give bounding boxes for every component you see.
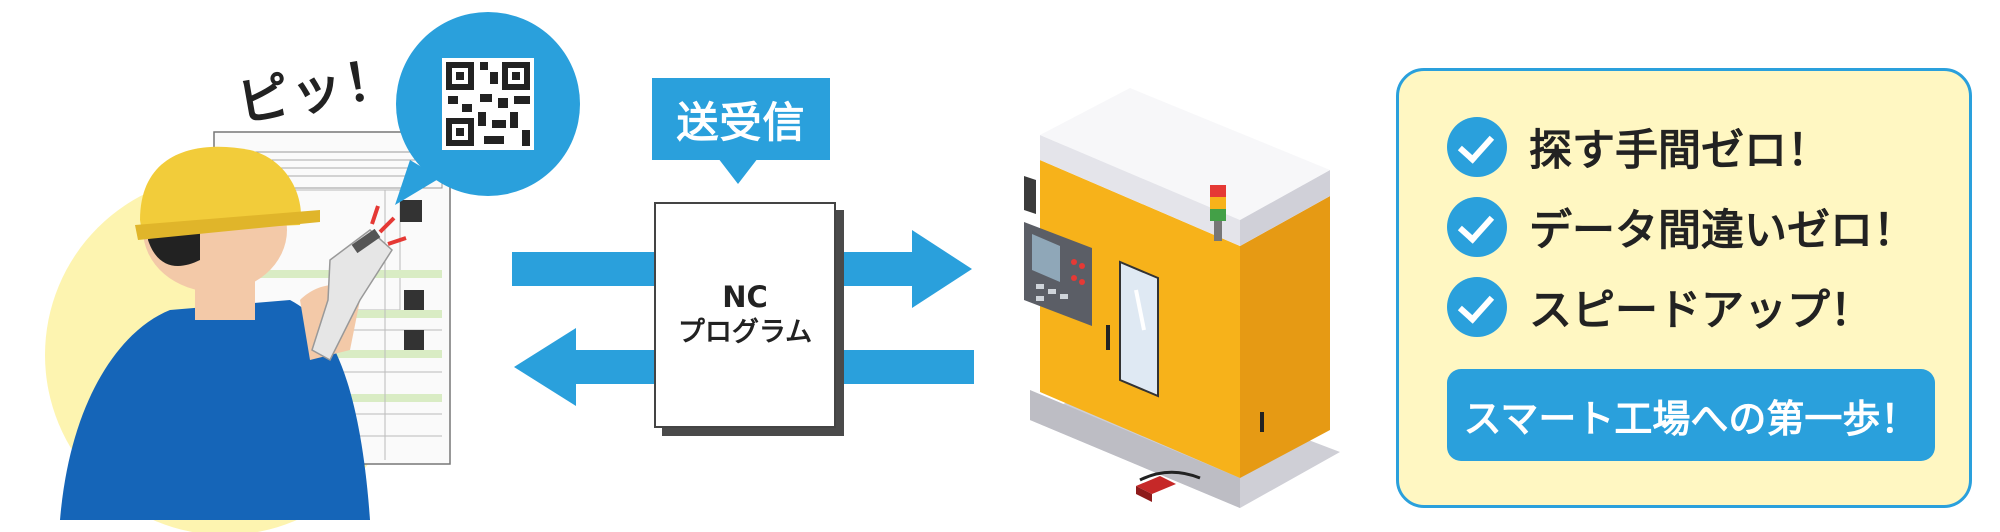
benefits-panel: 探す手間ゼロ！ データ間違いゼロ！ スピードアップ！ スマート工場への第一歩！ [1396, 68, 1972, 508]
check-icon [1447, 117, 1507, 177]
send-arrow [512, 230, 972, 308]
benefit-text: データ間違いゼロ！ [1529, 206, 1916, 256]
benefit-item: 探す手間ゼロ！ [1447, 115, 1830, 179]
cnc-machine [1024, 88, 1340, 508]
signal-tower-icon [1210, 185, 1226, 241]
transfer-label: 送受信 [652, 78, 830, 160]
check-icon [1447, 197, 1507, 257]
check-icon [1447, 277, 1507, 337]
benefit-text: 探す手間ゼロ！ [1529, 126, 1830, 176]
benefit-item: スピードアップ！ [1447, 275, 1873, 339]
qr-code-icon [446, 62, 530, 146]
barcode-scanner [311, 205, 407, 362]
qr-code-bubble [395, 12, 580, 205]
nc-program-line2: プログラム [677, 317, 813, 348]
smart-factory-banner: スマート工場への第一歩！ [1447, 369, 1935, 461]
transfer-label-tail [718, 158, 758, 184]
nc-program-document: NC プログラム [654, 202, 836, 428]
scan-signal-icon [378, 216, 396, 234]
benefit-text: スピードアップ！ [1529, 286, 1873, 336]
benefit-item: データ間違いゼロ！ [1447, 195, 1916, 259]
worker-figure [60, 146, 370, 520]
nc-program-line1: NC [722, 280, 768, 314]
receive-arrow [514, 328, 974, 406]
